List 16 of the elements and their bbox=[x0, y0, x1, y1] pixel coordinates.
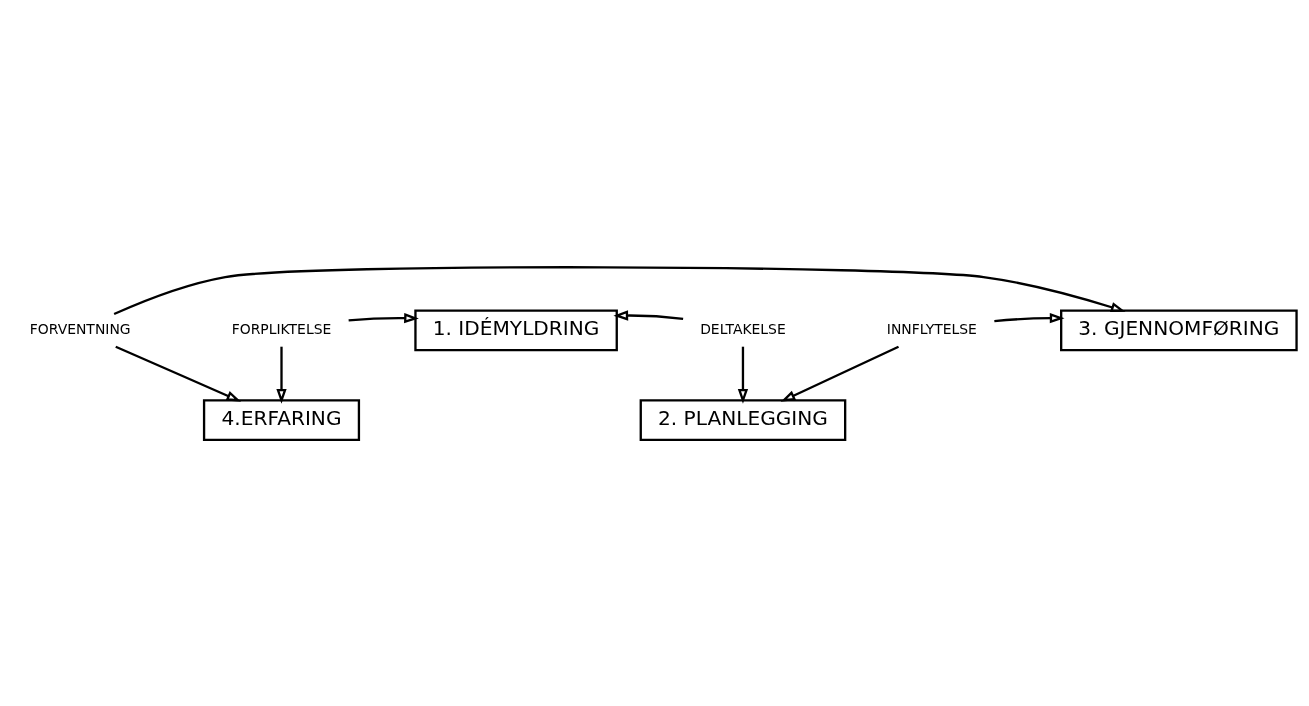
node-box: 2. PLANLEGGING bbox=[639, 398, 847, 441]
node-text: FORPLIKTELSE bbox=[231, 320, 332, 337]
arrow bbox=[115, 345, 242, 402]
node-text: DELTAKELSE bbox=[700, 320, 786, 337]
node-box: 1. IDÉMYLDRING bbox=[414, 308, 618, 351]
node-text: INNFLYTELSE bbox=[886, 320, 977, 337]
node-box: 4.ERFARING bbox=[202, 398, 361, 441]
node-box: 3. GJENNOMFØRING bbox=[1060, 308, 1298, 351]
arrow bbox=[113, 265, 1126, 315]
arrow bbox=[737, 346, 749, 404]
arrow bbox=[780, 345, 900, 402]
arrow bbox=[613, 309, 684, 321]
arrow bbox=[994, 312, 1065, 323]
arrow bbox=[348, 312, 419, 323]
arrow bbox=[276, 346, 287, 404]
node-text: FORVENTNING bbox=[29, 320, 131, 337]
